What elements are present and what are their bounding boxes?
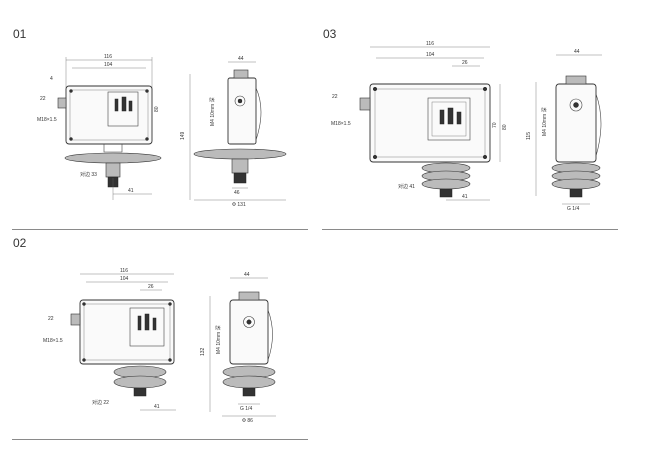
label-m4: M4 10mm 深 bbox=[215, 325, 222, 354]
dim-26: 26 bbox=[462, 60, 468, 66]
label-pair: 对边 22 bbox=[92, 399, 109, 406]
dim-thread: M18×1.5 bbox=[43, 338, 63, 344]
dim-26: 26 bbox=[148, 284, 154, 290]
dim-104: 104 bbox=[426, 52, 435, 58]
drawing-01-side-view: 44 149 M4 10mm 深 46 Φ 131 bbox=[180, 56, 287, 208]
divider-02 bbox=[12, 439, 308, 440]
drawing-03-side-view: 44 115 M4 10mm 深 G 1/4 bbox=[526, 49, 602, 212]
label-m4: M4 10mm 深 bbox=[209, 97, 216, 126]
section-label-02: 02 bbox=[13, 236, 27, 250]
divider-01 bbox=[12, 229, 308, 230]
dim-116: 116 bbox=[104, 54, 112, 60]
dim-104: 104 bbox=[120, 276, 129, 282]
dim-44: 44 bbox=[244, 272, 250, 278]
dim-thread: M18×1.5 bbox=[331, 121, 351, 127]
divider-03 bbox=[322, 229, 618, 230]
dim-44: 44 bbox=[574, 49, 580, 55]
dim-g: G 1/4 bbox=[240, 406, 252, 412]
drawing-01-front-view: 116 104 4 22 M18×1.5 80 对边 33 41 bbox=[37, 54, 162, 200]
section-label-01: 01 bbox=[13, 27, 27, 41]
dim-80: 80 bbox=[502, 124, 508, 130]
label-pair: 对边 33 bbox=[80, 171, 97, 178]
dim-46: 46 bbox=[234, 190, 240, 196]
dim-22: 22 bbox=[332, 94, 338, 100]
dim-149: 149 bbox=[180, 131, 186, 140]
dim-116: 116 bbox=[120, 268, 128, 274]
dim-115: 115 bbox=[526, 132, 532, 140]
dim-41: 41 bbox=[462, 194, 468, 200]
dim-22: 22 bbox=[48, 316, 54, 322]
dim-4: 4 bbox=[50, 76, 53, 82]
dim-44: 44 bbox=[238, 56, 244, 62]
dim-g: G 1/4 bbox=[567, 206, 579, 212]
dim-22: 22 bbox=[40, 96, 46, 102]
drawing-02-front-view: 116 104 26 22 M18×1.5 对边 22 41 bbox=[43, 268, 176, 411]
drawing-02-side-view: 44 132 M4 10mm 深 G 1/4 Φ 86 bbox=[200, 272, 276, 424]
label-m4: M4 10mm 深 bbox=[541, 107, 548, 136]
dim-116: 116 bbox=[426, 41, 434, 47]
dim-132: 132 bbox=[200, 347, 206, 356]
dim-80: 80 bbox=[154, 106, 160, 112]
drawing-03-front-view: 116 104 26 22 M18×1.5 70 80 对边 41 41 bbox=[331, 41, 508, 201]
dim-41: 41 bbox=[128, 188, 134, 194]
dim-phi: Φ 131 bbox=[232, 202, 246, 208]
dim-41: 41 bbox=[154, 404, 160, 410]
dim-thread: M18×1.5 bbox=[37, 117, 57, 123]
label-pair: 对边 41 bbox=[398, 183, 415, 190]
dim-70: 70 bbox=[492, 122, 498, 128]
dim-104: 104 bbox=[104, 62, 113, 68]
dim-phi: Φ 86 bbox=[242, 418, 253, 424]
section-label-03: 03 bbox=[323, 27, 337, 41]
